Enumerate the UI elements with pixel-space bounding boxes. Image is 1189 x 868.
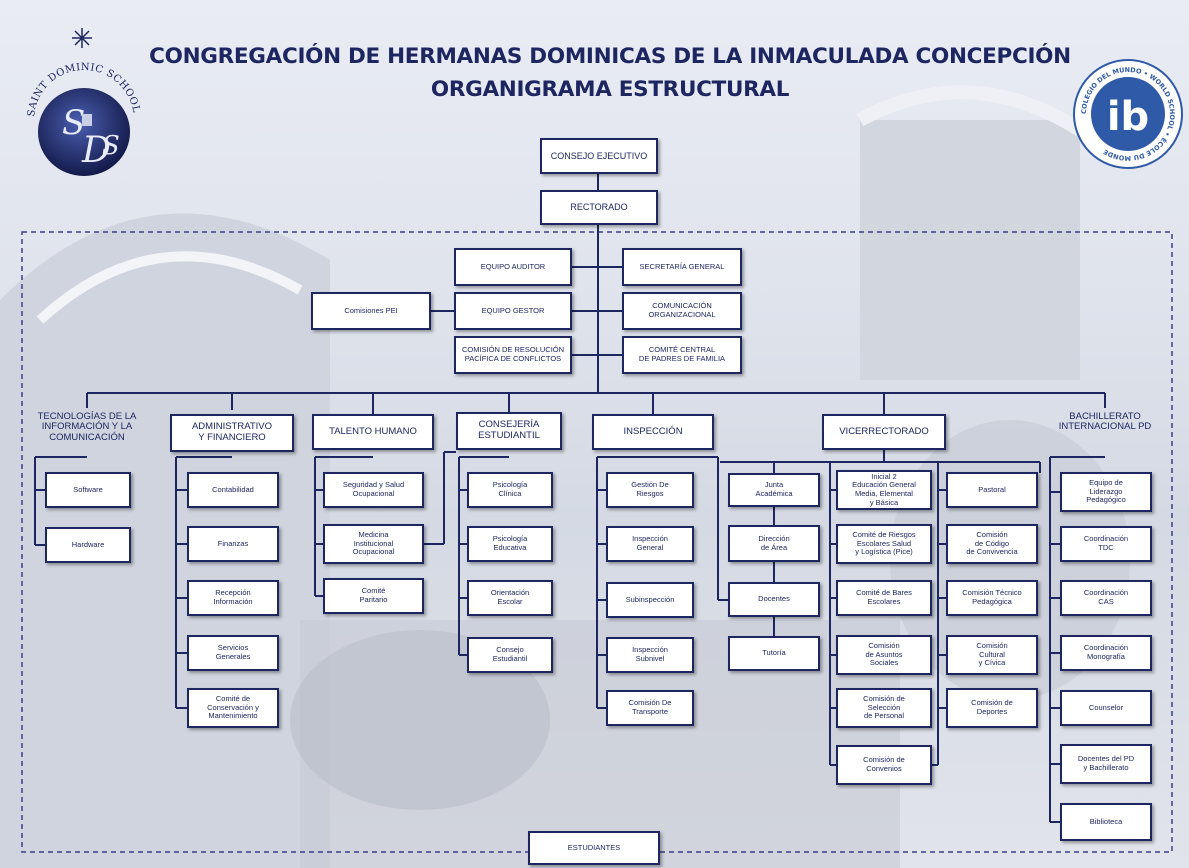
box-medicina-institucional[interactable]: Medicina Institucional Ocupacional <box>323 524 424 564</box>
box-comite-conservacion[interactable]: Comité de Conservación y Mantenimiento <box>187 688 279 728</box>
box-comite-paritario[interactable]: Comité Paritario <box>323 578 424 614</box>
dept-bachillerato[interactable]: BACHILLERATO INTERNACIONAL PD <box>1058 411 1152 433</box>
box-psicologia-educativa[interactable]: Psicología Educativa <box>467 526 553 562</box>
box-comite-central-padres[interactable]: COMITÉ CENTRAL DE PADRES DE FAMILIA <box>622 336 742 374</box>
ib-mark: ib <box>1107 94 1149 140</box>
box-subinspeccion[interactable]: Subinspección <box>606 582 694 618</box>
box-psicologia-clinica[interactable]: Psicología Clínica <box>467 472 553 508</box>
box-coordinacion-cas[interactable]: Coordinación CAS <box>1060 580 1152 616</box>
svg-text:S: S <box>62 103 85 143</box>
box-tecnico-pedagogica[interactable]: Comisión Técnico Pedagógica <box>946 580 1038 616</box>
box-tutoria[interactable]: Tutoría <box>728 636 820 671</box>
box-counselor[interactable]: Counselor <box>1060 690 1152 726</box>
box-consejo-ejecutivo[interactable]: CONSEJO EJECUTIVO <box>540 138 658 174</box>
box-finanzas[interactable]: Finanzas <box>187 526 279 562</box>
dept-inspeccion[interactable]: INSPECCIÓN <box>592 414 714 450</box>
box-estudiantes[interactable]: ESTUDIANTES <box>528 831 660 865</box>
box-equipo-gestor[interactable]: EQUIPO GESTOR <box>454 292 572 330</box>
svg-text:S: S <box>102 131 120 161</box>
page-subtitle: ORGANIGRAMA ESTRUCTURAL <box>430 77 790 102</box>
box-comisiones-pei[interactable]: Comisiones PEI <box>311 292 431 330</box>
box-coordinacion-monografia[interactable]: Coordinación Monografía <box>1060 635 1152 671</box>
box-pastoral[interactable]: Pastoral <box>946 472 1038 508</box>
box-seguridad-salud[interactable]: Seguridad y Salud Ocupacional <box>323 472 424 508</box>
page-title: CONGREGACIÓN DE HERMANAS DOMINICAS DE LA… <box>149 44 1071 69</box>
box-comite-riesgos[interactable]: Comité de Riesgos Escolares Salud y Logí… <box>836 524 932 564</box>
svg-text:D: D <box>81 130 111 171</box>
box-direccion-area[interactable]: Dirección de Área <box>728 525 820 562</box>
box-coordinacion-tdc[interactable]: Coordinación TDC <box>1060 526 1152 562</box>
box-equipo-auditor[interactable]: EQUIPO AUDITOR <box>454 248 572 286</box>
box-comision-resolucion[interactable]: COMISIÓN DE RESOLUCIÓN PACÍFICA DE CONFL… <box>454 336 572 374</box>
box-comite-bares[interactable]: Comité de Bares Escolares <box>836 580 932 616</box>
box-orientacion-escolar[interactable]: Orientación Escolar <box>467 580 553 616</box>
box-comision-transporte[interactable]: Comisión De Transporte <box>606 690 694 726</box>
box-codigo-convivencia[interactable]: Comisión de Código de Convivencia <box>946 524 1038 564</box>
box-contabilidad[interactable]: Contabilidad <box>187 472 279 508</box>
box-secretaria-general[interactable]: SECRETARÍA GENERAL <box>622 248 742 286</box>
dept-consejeria[interactable]: CONSEJERÍA ESTUDIANTIL <box>456 412 562 450</box>
box-consejo-estudiantil[interactable]: Consejo Estudiantil <box>467 637 553 673</box>
saint-dominic-school-logo: SAINT DOMINIC SCHOOL S D S <box>26 28 141 176</box>
box-gestion-riesgos[interactable]: Gestión De Riesgos <box>606 472 694 508</box>
star-icon <box>72 28 92 48</box>
box-seleccion-personal[interactable]: Comisión de Selección de Personal <box>836 688 932 728</box>
box-cultural-civica[interactable]: Comisión Cultural y Cívica <box>946 635 1038 675</box>
dept-tic[interactable]: TECNOLOGÍAS DE LA INFORMACIÓN Y LA COMUN… <box>37 411 137 443</box>
dept-talento-humano[interactable]: TALENTO HUMANO <box>312 414 434 450</box>
box-servicios-generales[interactable]: Servicios Generales <box>187 635 279 671</box>
box-software[interactable]: Software <box>45 472 131 508</box>
ib-world-school-logo: COLEGIO DEL MUNDO • WORLD SCHOOL • ÉCOLE… <box>1073 59 1183 169</box>
dept-administrativo[interactable]: ADMINISTRATIVO Y FINANCIERO <box>170 414 294 452</box>
box-inspeccion-subnivel[interactable]: Inspección Subnivel <box>606 637 694 673</box>
box-biblioteca[interactable]: Biblioteca <box>1060 803 1152 841</box>
dept-vicerrectorado[interactable]: VICERRECTORADO <box>822 414 946 450</box>
box-inspeccion-general[interactable]: Inspección General <box>606 526 694 562</box>
box-comision-deportes[interactable]: Comisión de Deportes <box>946 688 1038 728</box>
box-rectorado[interactable]: RECTORADO <box>540 190 658 225</box>
box-junta-academica[interactable]: Junta Académica <box>728 473 820 507</box>
box-comision-convenios[interactable]: Comisión de Convenios <box>836 745 932 785</box>
box-inicial-2[interactable]: Inicial 2 Educación General Media, Eleme… <box>836 470 932 510</box>
box-recepcion[interactable]: Recepción Información <box>187 580 279 616</box>
box-asuntos-sociales[interactable]: Comisión de Asuntos Sociales <box>836 635 932 675</box>
box-docentes-pd[interactable]: Docentes del PD y Bachillerato <box>1060 744 1152 784</box>
box-docentes[interactable]: Docentes <box>728 582 820 617</box>
box-liderazgo-pedagogico[interactable]: Equipo de Liderazgo Pedagógico <box>1060 472 1152 512</box>
box-hardware[interactable]: Hardware <box>45 527 131 563</box>
box-comunicacion-organizacional[interactable]: COMUNICACIÓN ORGANIZACIONAL <box>622 292 742 330</box>
